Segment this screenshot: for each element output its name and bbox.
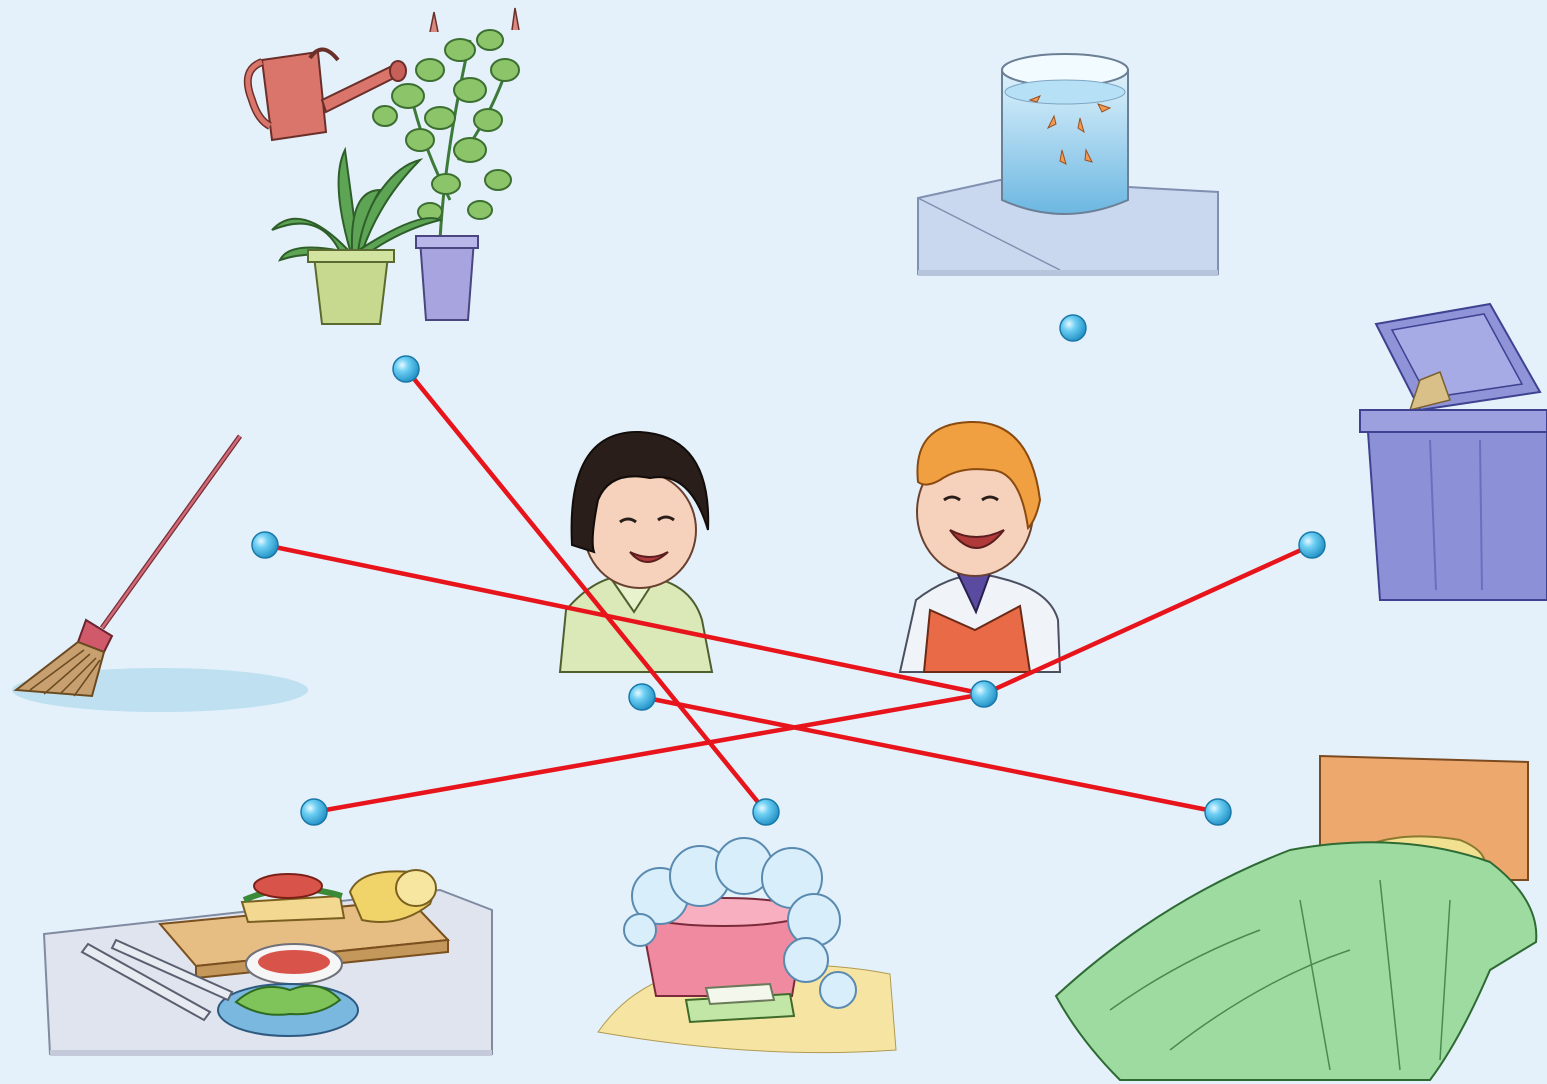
dot-feeding-fish[interactable] — [1060, 315, 1086, 341]
boy-picture — [900, 422, 1060, 672]
dot-making-sandwich[interactable] — [301, 799, 327, 825]
making-bed-picture — [1056, 756, 1536, 1080]
dot-sweeping-floor[interactable] — [252, 532, 278, 558]
bed-icon — [1056, 756, 1536, 1080]
trash-can-icon — [1360, 304, 1547, 600]
dot-girl[interactable] — [629, 684, 655, 710]
connection-lines — [265, 369, 1312, 812]
connection-line-watering-plants-to-washing-laundry[interactable] — [406, 369, 766, 812]
making-sandwich-picture — [44, 870, 492, 1056]
dot-boy[interactable] — [971, 681, 997, 707]
dot-taking-out-trash[interactable] — [1299, 532, 1325, 558]
girl-picture — [560, 432, 712, 672]
feeding-fish-picture — [918, 54, 1218, 276]
connection-dots — [252, 315, 1325, 825]
salad-plate-icon — [218, 984, 358, 1036]
sweeping-floor-picture — [12, 436, 308, 712]
connection-line-making-sandwich-to-boy[interactable] — [314, 694, 984, 812]
dot-washing-laundry[interactable] — [753, 799, 779, 825]
broom-icon — [16, 436, 240, 696]
connection-line-girl-to-making-bed[interactable] — [642, 697, 1218, 812]
watering-plants-picture — [248, 8, 519, 324]
dot-making-bed[interactable] — [1205, 799, 1231, 825]
sandwich-icon — [242, 874, 344, 922]
bowl-icon — [246, 944, 342, 984]
dot-watering-plants[interactable] — [393, 356, 419, 382]
washing-laundry-picture — [598, 838, 896, 1053]
leafy-plant-icon — [272, 150, 440, 324]
fish-bowl-icon — [1002, 54, 1128, 214]
taking-out-trash-picture — [1360, 304, 1547, 600]
tall-plant-icon — [373, 8, 519, 320]
